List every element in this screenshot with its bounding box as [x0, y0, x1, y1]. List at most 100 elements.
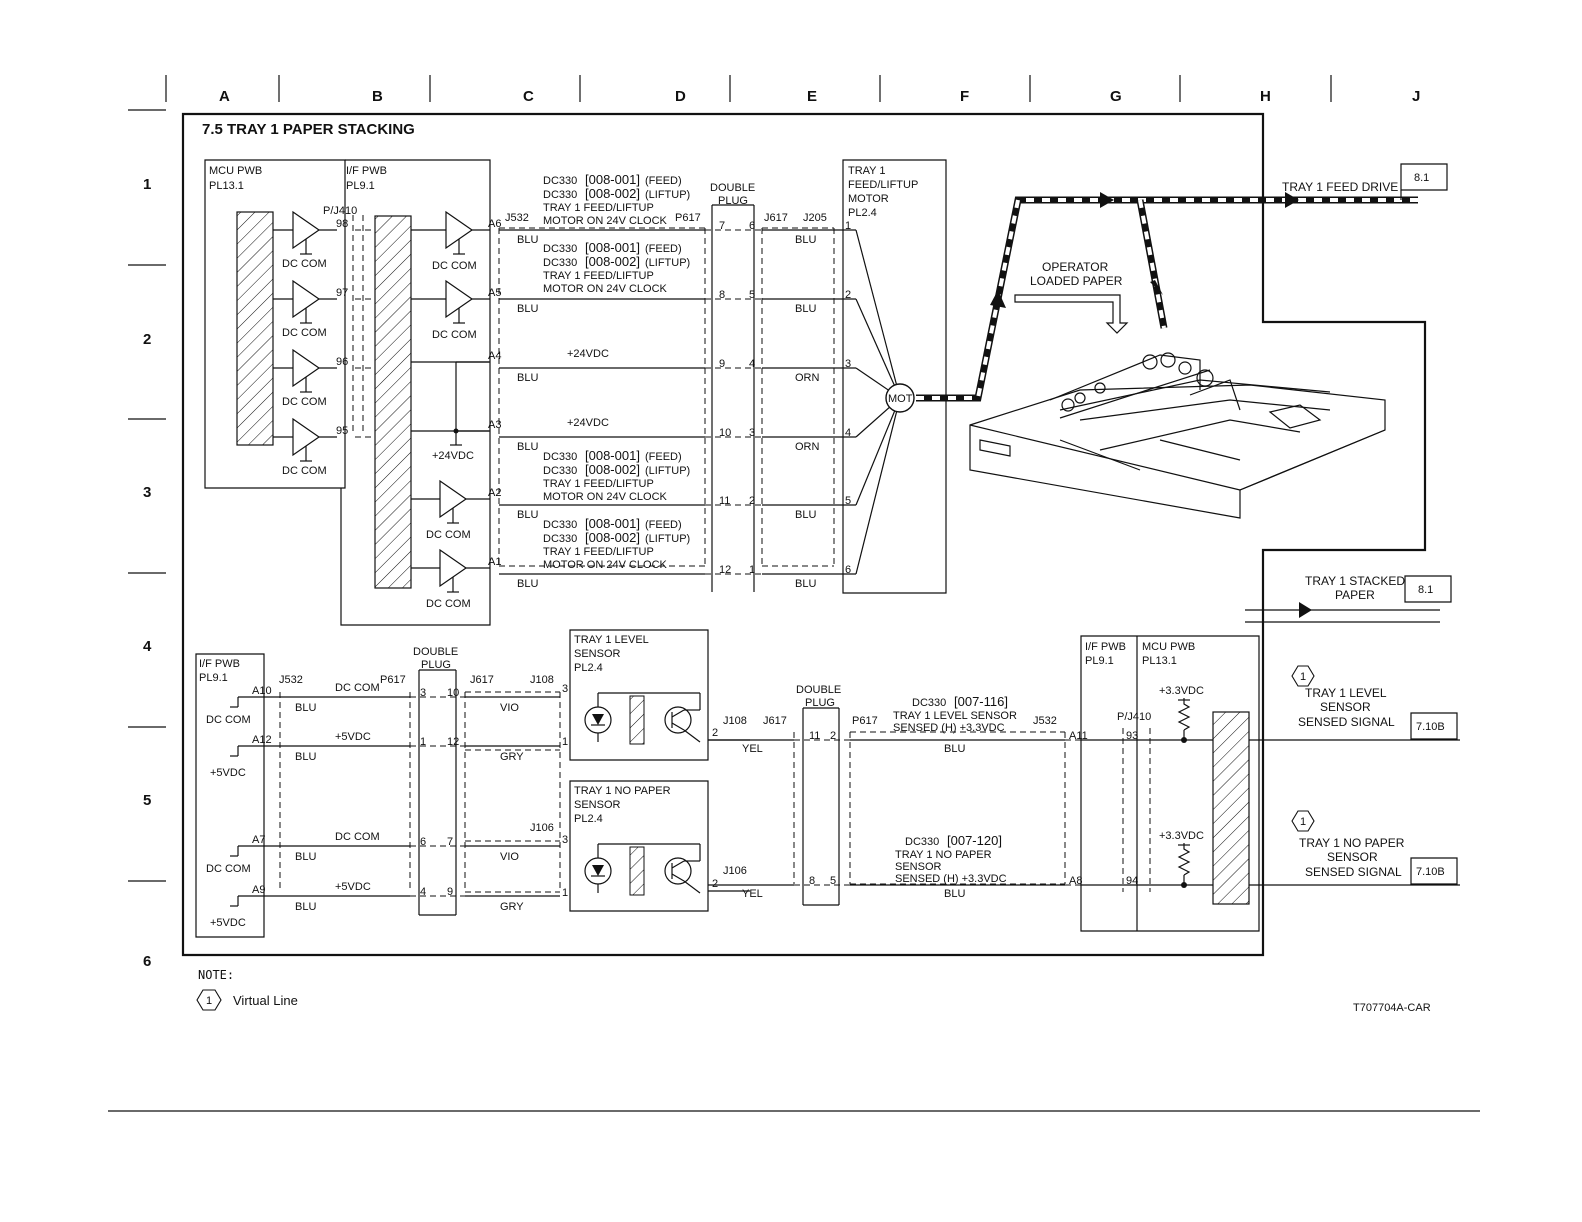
svg-text:MOTOR ON 24V CLOCK: MOTOR ON 24V CLOCK: [543, 559, 668, 571]
column-label: J: [1412, 88, 1420, 105]
wire-color: BLU: [295, 702, 316, 714]
page-ref: 7.10B: [1416, 866, 1445, 878]
dc-com-label: DC COM: [206, 714, 251, 726]
wire-color: VIO: [500, 702, 519, 714]
svg-text:LOADED PAPER: LOADED PAPER: [1030, 274, 1123, 288]
dc-com-label: DC COM: [282, 258, 327, 270]
sensor-pin: 2: [712, 727, 718, 739]
pin-label: 98: [336, 218, 348, 230]
svg-text:MOTOR ON 24V CLOCK: MOTOR ON 24V CLOCK: [543, 283, 668, 295]
pin-label: 94: [1126, 875, 1138, 887]
right-pwb-box: I/F PWB PL9.1 MCU PWB PL13.1 P/J410: [1080, 635, 1260, 932]
wire-color: BLU: [944, 888, 965, 900]
fault-code: [008-002]: [585, 186, 640, 201]
svg-text:OPERATOR: OPERATOR: [1042, 260, 1109, 274]
upper-harness: J532 P617 J617 J205 DOUBLE PLUG: [498, 182, 835, 592]
vdc24-tie: +24VDC: [432, 361, 489, 462]
row-label: 2: [143, 331, 151, 348]
svg-text:SENSED SIGNAL: SENSED SIGNAL: [1298, 715, 1395, 729]
fault-code: [008-001]: [585, 448, 640, 463]
motor-pin: 5: [845, 495, 851, 507]
svg-text:I/F PWB: I/F PWB: [346, 165, 387, 177]
row-label: 6: [143, 953, 151, 970]
motor-pin: 1: [845, 220, 851, 232]
pin-label: A9: [252, 884, 265, 896]
sensor-pin: 3: [562, 683, 568, 695]
column-label: H: [1260, 88, 1271, 105]
svg-text:MCU PWB: MCU PWB: [1142, 641, 1195, 653]
wire-color: BLU: [517, 372, 538, 384]
plug-pin: 12: [719, 564, 731, 576]
svg-text:Virtual Line: Virtual Line: [233, 993, 298, 1008]
svg-text:SENSOR: SENSOR: [1327, 850, 1378, 864]
svg-text:J532: J532: [279, 674, 303, 686]
svg-text:J532: J532: [1033, 715, 1057, 727]
dc-com-label: DC COM: [426, 529, 471, 541]
svg-text:PL13.1: PL13.1: [209, 180, 244, 192]
plug-pin: 4: [749, 358, 755, 370]
svg-text:(FEED): (FEED): [645, 175, 682, 187]
dc330: DC330: [543, 243, 577, 255]
svg-text:MOTOR ON 24V CLOCK: MOTOR ON 24V CLOCK: [543, 491, 668, 503]
diagram-title: 7.5 TRAY 1 PAPER STACKING: [202, 121, 415, 138]
dc330: DC330: [912, 697, 946, 709]
vdc-label: +24VDC: [567, 417, 609, 429]
svg-text:P/J410: P/J410: [1117, 711, 1151, 723]
svg-text:DOUBLE: DOUBLE: [796, 684, 841, 696]
wire-color: BLU: [795, 578, 816, 590]
pin-label: A7: [252, 834, 265, 846]
column-label: C: [523, 88, 534, 105]
svg-text:+24VDC: +24VDC: [432, 450, 474, 462]
svg-text:SENSOR: SENSOR: [574, 648, 621, 660]
wire-color: ORN: [795, 441, 820, 453]
column-label: F: [960, 88, 969, 105]
svg-text:TRAY 1 NO PAPER: TRAY 1 NO PAPER: [574, 785, 671, 797]
wire-color: BLU: [795, 509, 816, 521]
svg-text:I/F PWB: I/F PWB: [199, 658, 240, 670]
svg-text:J108: J108: [723, 715, 747, 727]
svg-text:MOTOR: MOTOR: [848, 193, 889, 205]
wire-color: GRY: [500, 751, 524, 763]
rail-label: DC COM: [335, 831, 380, 843]
row-label: 5: [143, 792, 151, 809]
dc330: DC330: [543, 189, 577, 201]
column-label: G: [1110, 88, 1122, 105]
svg-text:PL2.4: PL2.4: [574, 813, 603, 825]
plug-pin: 9: [447, 886, 453, 898]
dc-com-label: DC COM: [426, 598, 471, 610]
dc-com-label: DC COM: [206, 863, 251, 875]
vdc-label: +24VDC: [567, 348, 609, 360]
motor-pin: 6: [845, 564, 851, 576]
tray1-motor: TRAY 1 FEED/LIFTUP MOTOR PL2.4 MOT: [842, 159, 947, 594]
svg-text:PL13.1: PL13.1: [1142, 655, 1177, 667]
fault-code: [007-120]: [947, 833, 1002, 848]
svg-text:TRAY 1 LEVEL SENSOR: TRAY 1 LEVEL SENSOR: [893, 710, 1017, 722]
svg-text:TRAY 1 NO PAPER: TRAY 1 NO PAPER: [895, 849, 992, 861]
svg-text:PAPER: PAPER: [1335, 588, 1375, 602]
plug-pin: 1: [420, 736, 426, 748]
plug-pin: 9: [719, 358, 725, 370]
wire-color: BLU: [295, 751, 316, 763]
row-label: 4: [143, 638, 152, 655]
svg-text:TRAY 1 FEED DRIVE: TRAY 1 FEED DRIVE: [1282, 180, 1398, 194]
sensor-pin: 3: [562, 834, 568, 846]
pin-label: A6: [488, 218, 501, 230]
svg-text:P/J410: P/J410: [323, 205, 357, 217]
rail-label: +5VDC: [335, 881, 371, 893]
plug-pin: 8: [809, 875, 815, 887]
svg-text:J617: J617: [470, 674, 494, 686]
dc330: DC330: [543, 451, 577, 463]
pin-label: A5: [488, 287, 501, 299]
svg-text:(FEED): (FEED): [645, 519, 682, 531]
wire-color: BLU: [795, 303, 816, 315]
dc-com-label: DC COM: [432, 260, 477, 272]
svg-text:TRAY 1 FEED/LIFTUP: TRAY 1 FEED/LIFTUP: [543, 270, 654, 282]
svg-text:J108: J108: [530, 674, 554, 686]
svg-text:PL9.1: PL9.1: [346, 180, 375, 192]
grid-frame: [108, 75, 1480, 1112]
svg-text:P617: P617: [380, 674, 406, 686]
svg-text:MOT: MOT: [888, 393, 913, 405]
